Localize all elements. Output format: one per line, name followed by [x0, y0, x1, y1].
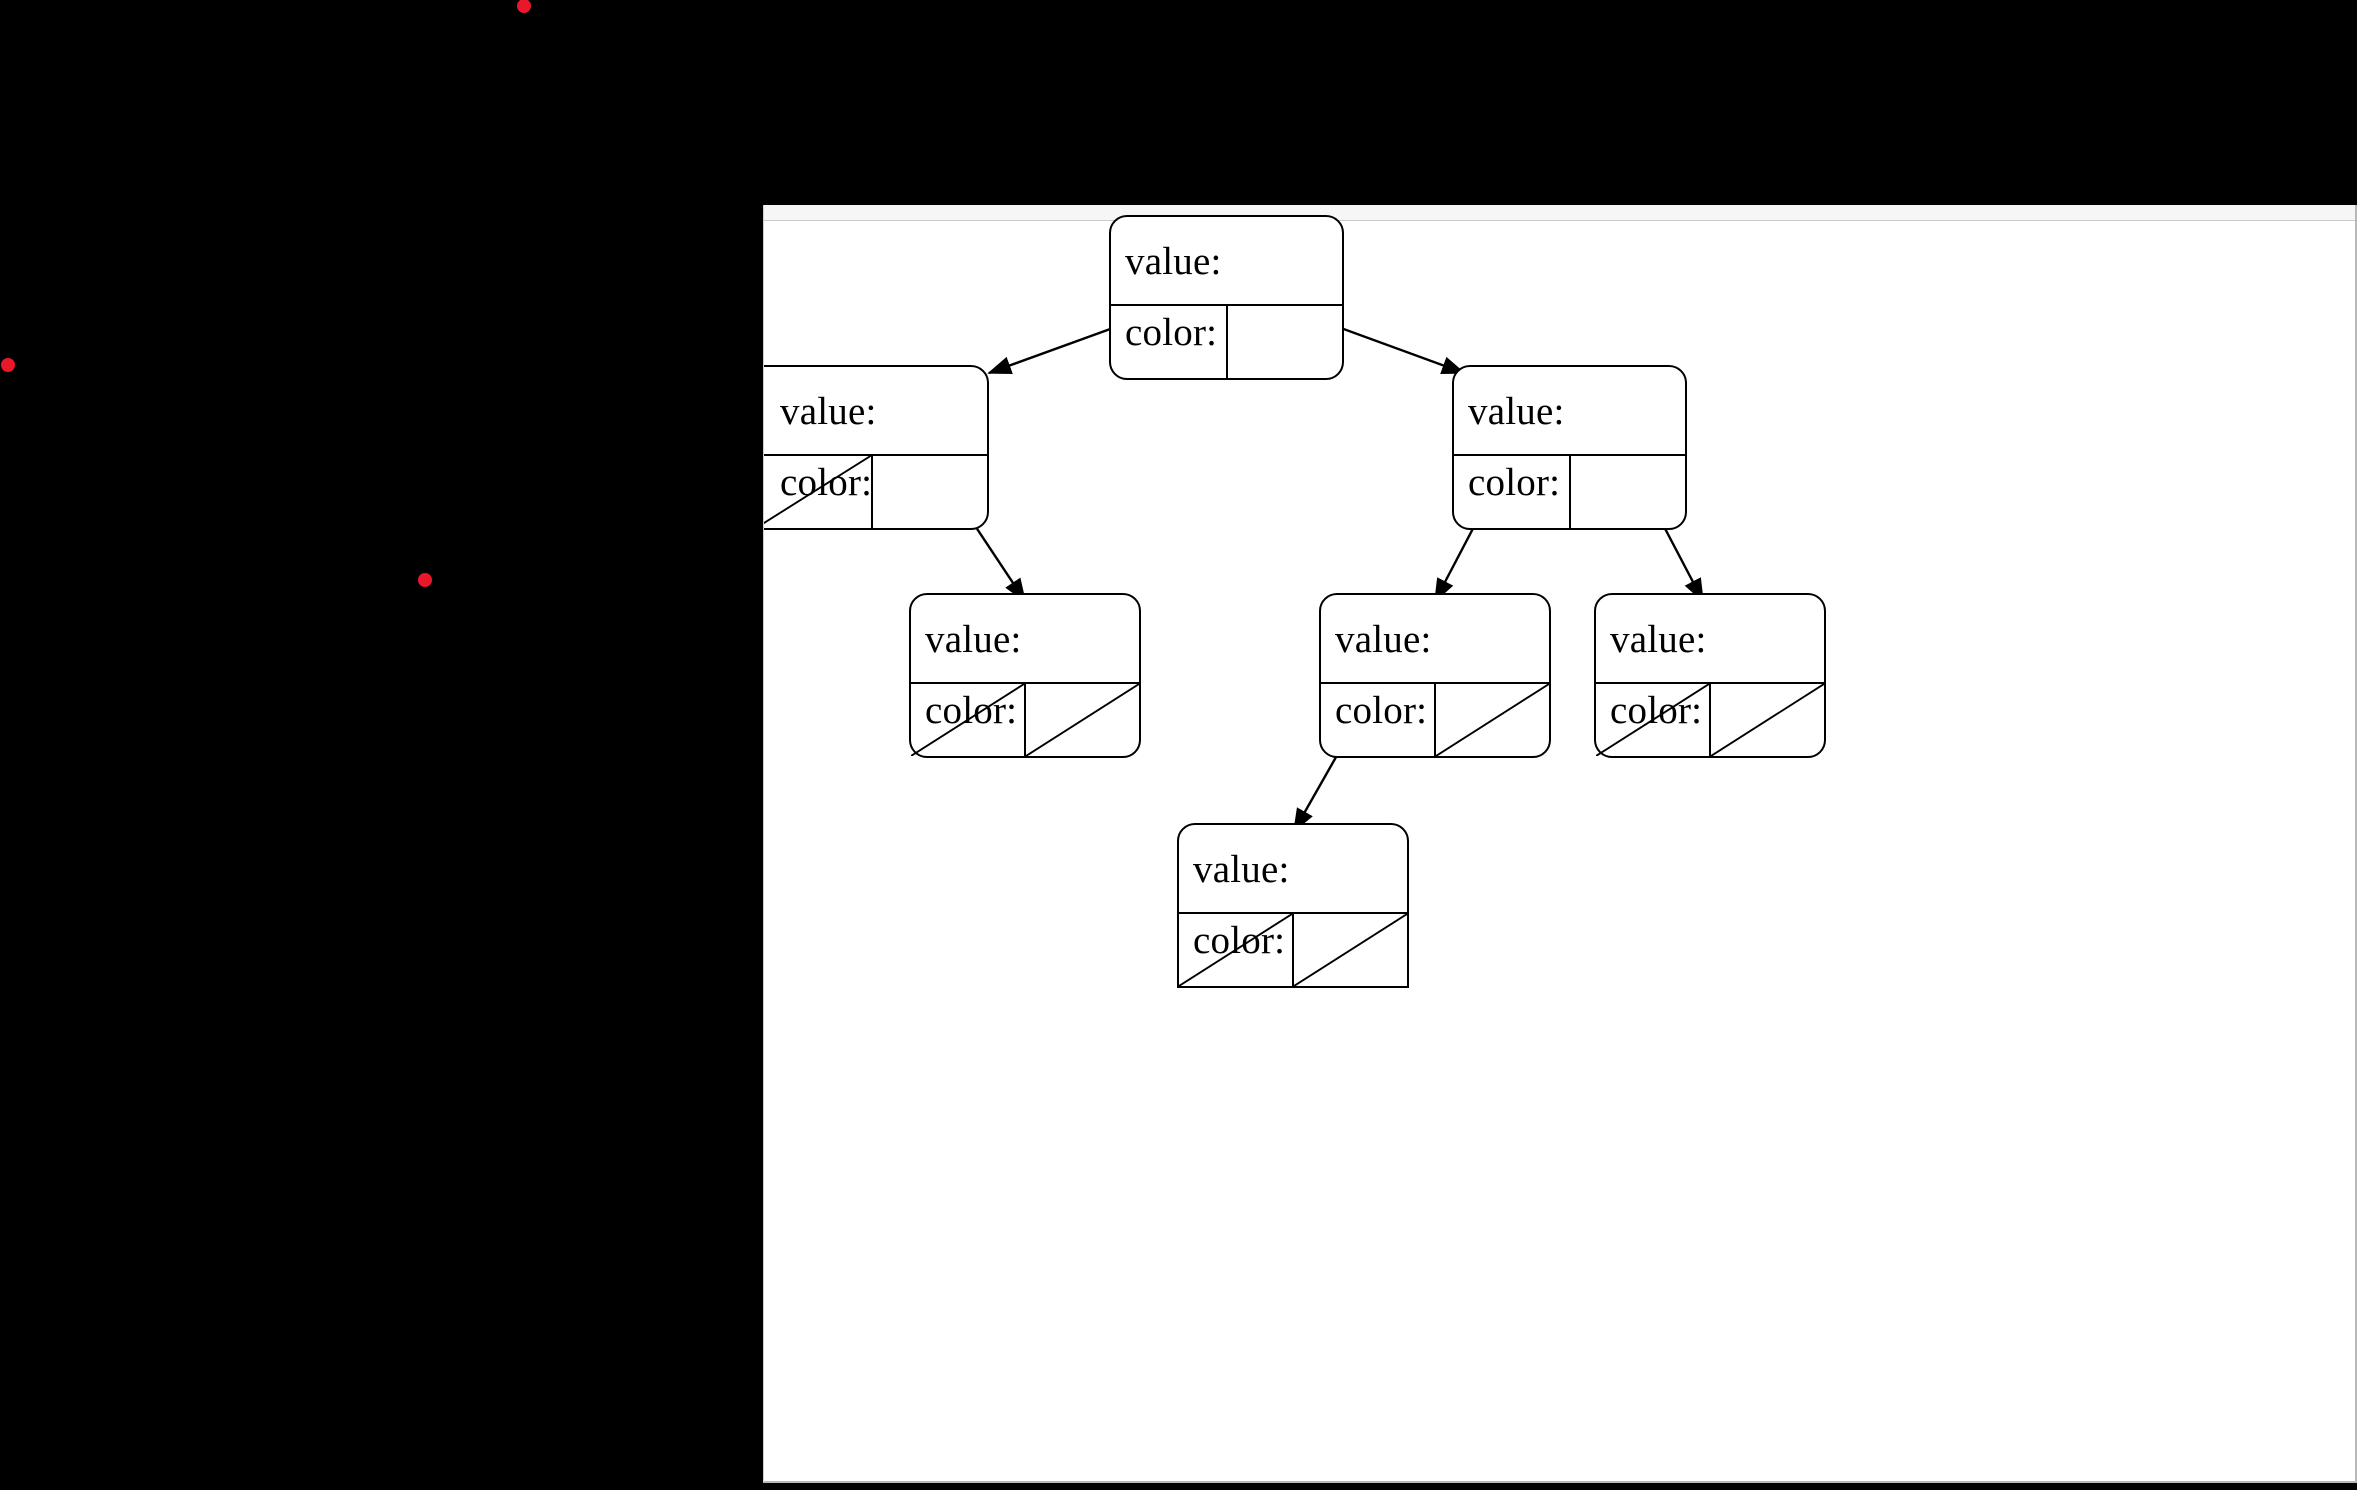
- nil-slash-icon: [764, 456, 871, 525]
- tree-node-left-right[interactable]: value: color:: [909, 593, 1141, 758]
- nil-slash-icon: [1436, 684, 1549, 756]
- node-pointer-bar: [911, 682, 1139, 756]
- nil-slash-icon: [1711, 684, 1824, 756]
- node-fields: value: color:: [1111, 217, 1342, 381]
- nil-slash-icon: [1026, 684, 1139, 756]
- tree-node-right-left[interactable]: value: color:: [1319, 593, 1551, 758]
- node-left-pointer-cell[interactable]: [1111, 306, 1226, 378]
- node-color-label: color:: [1193, 919, 1286, 963]
- node-right-pointer-cell-nil[interactable]: [1709, 684, 1824, 756]
- node-fields: value: color:: [1179, 825, 1407, 989]
- node-pointer-bar: [1454, 454, 1685, 528]
- node-value-label: value:: [1468, 390, 1565, 433]
- node-value-label: value:: [1193, 848, 1290, 891]
- node-color-label: color:: [925, 689, 1018, 733]
- node-value-label: value:: [925, 618, 1022, 661]
- node-color-label: color:: [1610, 689, 1703, 733]
- node-value-label: value:: [780, 390, 877, 433]
- node-left-pointer-cell-nil[interactable]: [1596, 684, 1709, 756]
- node-pointer-bar: [1111, 304, 1342, 378]
- node-left-pointer-cell[interactable]: [1321, 684, 1434, 756]
- node-color-label: color:: [1335, 689, 1428, 733]
- node-right-pointer-cell[interactable]: [870, 456, 988, 528]
- node-pointer-bar: [1179, 912, 1407, 986]
- tree-node-left[interactable]: value: color:: [764, 365, 989, 531]
- node-left-pointer-cell-nil[interactable]: [1179, 914, 1292, 986]
- node-right-pointer-cell-nil[interactable]: [1434, 684, 1549, 756]
- node-pointer-bar: [1321, 682, 1549, 756]
- tree-node-deep[interactable]: value: color:: [1177, 823, 1409, 988]
- node-right-pointer-cell-nil[interactable]: [1292, 914, 1407, 986]
- node-right-pointer-cell[interactable]: [1225, 306, 1343, 378]
- red-dot-left: [1, 358, 15, 372]
- nil-slash-icon: [1596, 684, 1709, 756]
- node-pointer-bar: [764, 454, 988, 528]
- node-left-pointer-cell[interactable]: [1454, 456, 1569, 528]
- node-fields: value: color:: [1596, 595, 1824, 759]
- red-dot-top: [517, 0, 531, 13]
- node-fields: value: color:: [1321, 595, 1549, 759]
- node-left-pointer-cell-nil[interactable]: [764, 456, 871, 528]
- node-color-label: color:: [780, 461, 873, 505]
- red-dot-middle: [418, 573, 432, 587]
- node-fields: value: color:: [1454, 367, 1685, 531]
- node-color-label: color:: [1125, 311, 1218, 355]
- node-pointer-bar: [1596, 682, 1824, 756]
- node-value-label: value:: [1125, 240, 1222, 283]
- node-value-label: value:: [1335, 618, 1432, 661]
- document-panel[interactable]: value: color: value: color:: [763, 205, 2357, 1483]
- tree-node-right[interactable]: value: color:: [1452, 365, 1687, 530]
- nil-slash-icon: [1294, 914, 1407, 986]
- node-value-label: value:: [1610, 618, 1707, 661]
- tree-node-root[interactable]: value: color:: [1109, 215, 1344, 380]
- node-right-pointer-cell-nil[interactable]: [1024, 684, 1139, 756]
- node-fields: value: color:: [764, 367, 987, 531]
- nil-slash-icon: [911, 684, 1024, 756]
- node-right-pointer-cell[interactable]: [1568, 456, 1686, 528]
- node-left-pointer-cell-nil[interactable]: [911, 684, 1024, 756]
- node-color-label: color:: [1468, 461, 1561, 505]
- nil-slash-icon: [1179, 914, 1292, 986]
- tree-diagram: value: color: value: color:: [764, 205, 2355, 1481]
- node-fields: value: color:: [911, 595, 1139, 759]
- tree-node-right-right[interactable]: value: color:: [1594, 593, 1826, 758]
